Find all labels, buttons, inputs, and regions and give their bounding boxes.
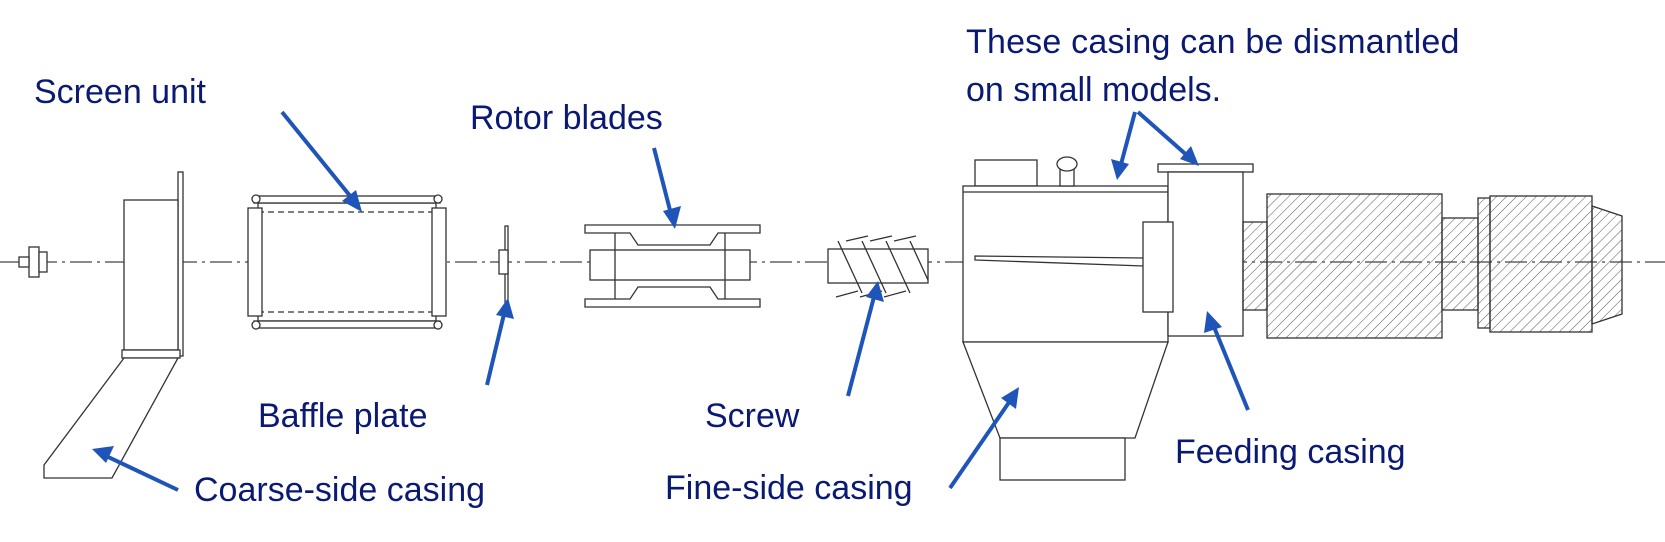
leader-arrows (92, 110, 1250, 492)
label-casing-note-line1: These casing can be dismantled (966, 23, 1460, 61)
fine-side-casing-arrow (948, 387, 1019, 490)
rotor-blades-arrow (652, 147, 681, 229)
feeding-casing-arrow (1204, 311, 1250, 411)
label-fine-side-casing: Fine-side casing (665, 469, 913, 507)
screen-unit-drawing (247, 194, 447, 330)
label-screen-unit: Screen unit (34, 73, 206, 111)
motor-drawing (1242, 193, 1623, 339)
feeding-casing-drawing (1142, 163, 1254, 337)
label-casing-note-line2: on small models. (966, 71, 1222, 109)
baffle-plate-arrow (485, 298, 514, 386)
end-knob (18, 246, 48, 278)
coarse-side-casing-drawing (43, 171, 184, 479)
fine-side-casing-drawing (962, 156, 1169, 481)
label-screw: Screw (705, 397, 800, 435)
coarse-side-casing-arrow (92, 446, 179, 492)
rotor-blades-drawing (584, 224, 761, 308)
label-baffle-plate: Baffle plate (258, 397, 428, 435)
screw-drawing (827, 235, 929, 298)
label-rotor-blades: Rotor blades (470, 99, 663, 137)
baffle-plate-drawing (498, 225, 509, 303)
screen-unit-arrow (280, 110, 362, 212)
casing-note-arrow-left (1111, 111, 1137, 180)
screw-arrow (846, 281, 884, 397)
label-coarse-side-casing: Coarse-side casing (194, 471, 486, 509)
label-feeding-casing: Feeding casing (1175, 433, 1406, 471)
casing-note-arrow-right (1136, 110, 1199, 166)
